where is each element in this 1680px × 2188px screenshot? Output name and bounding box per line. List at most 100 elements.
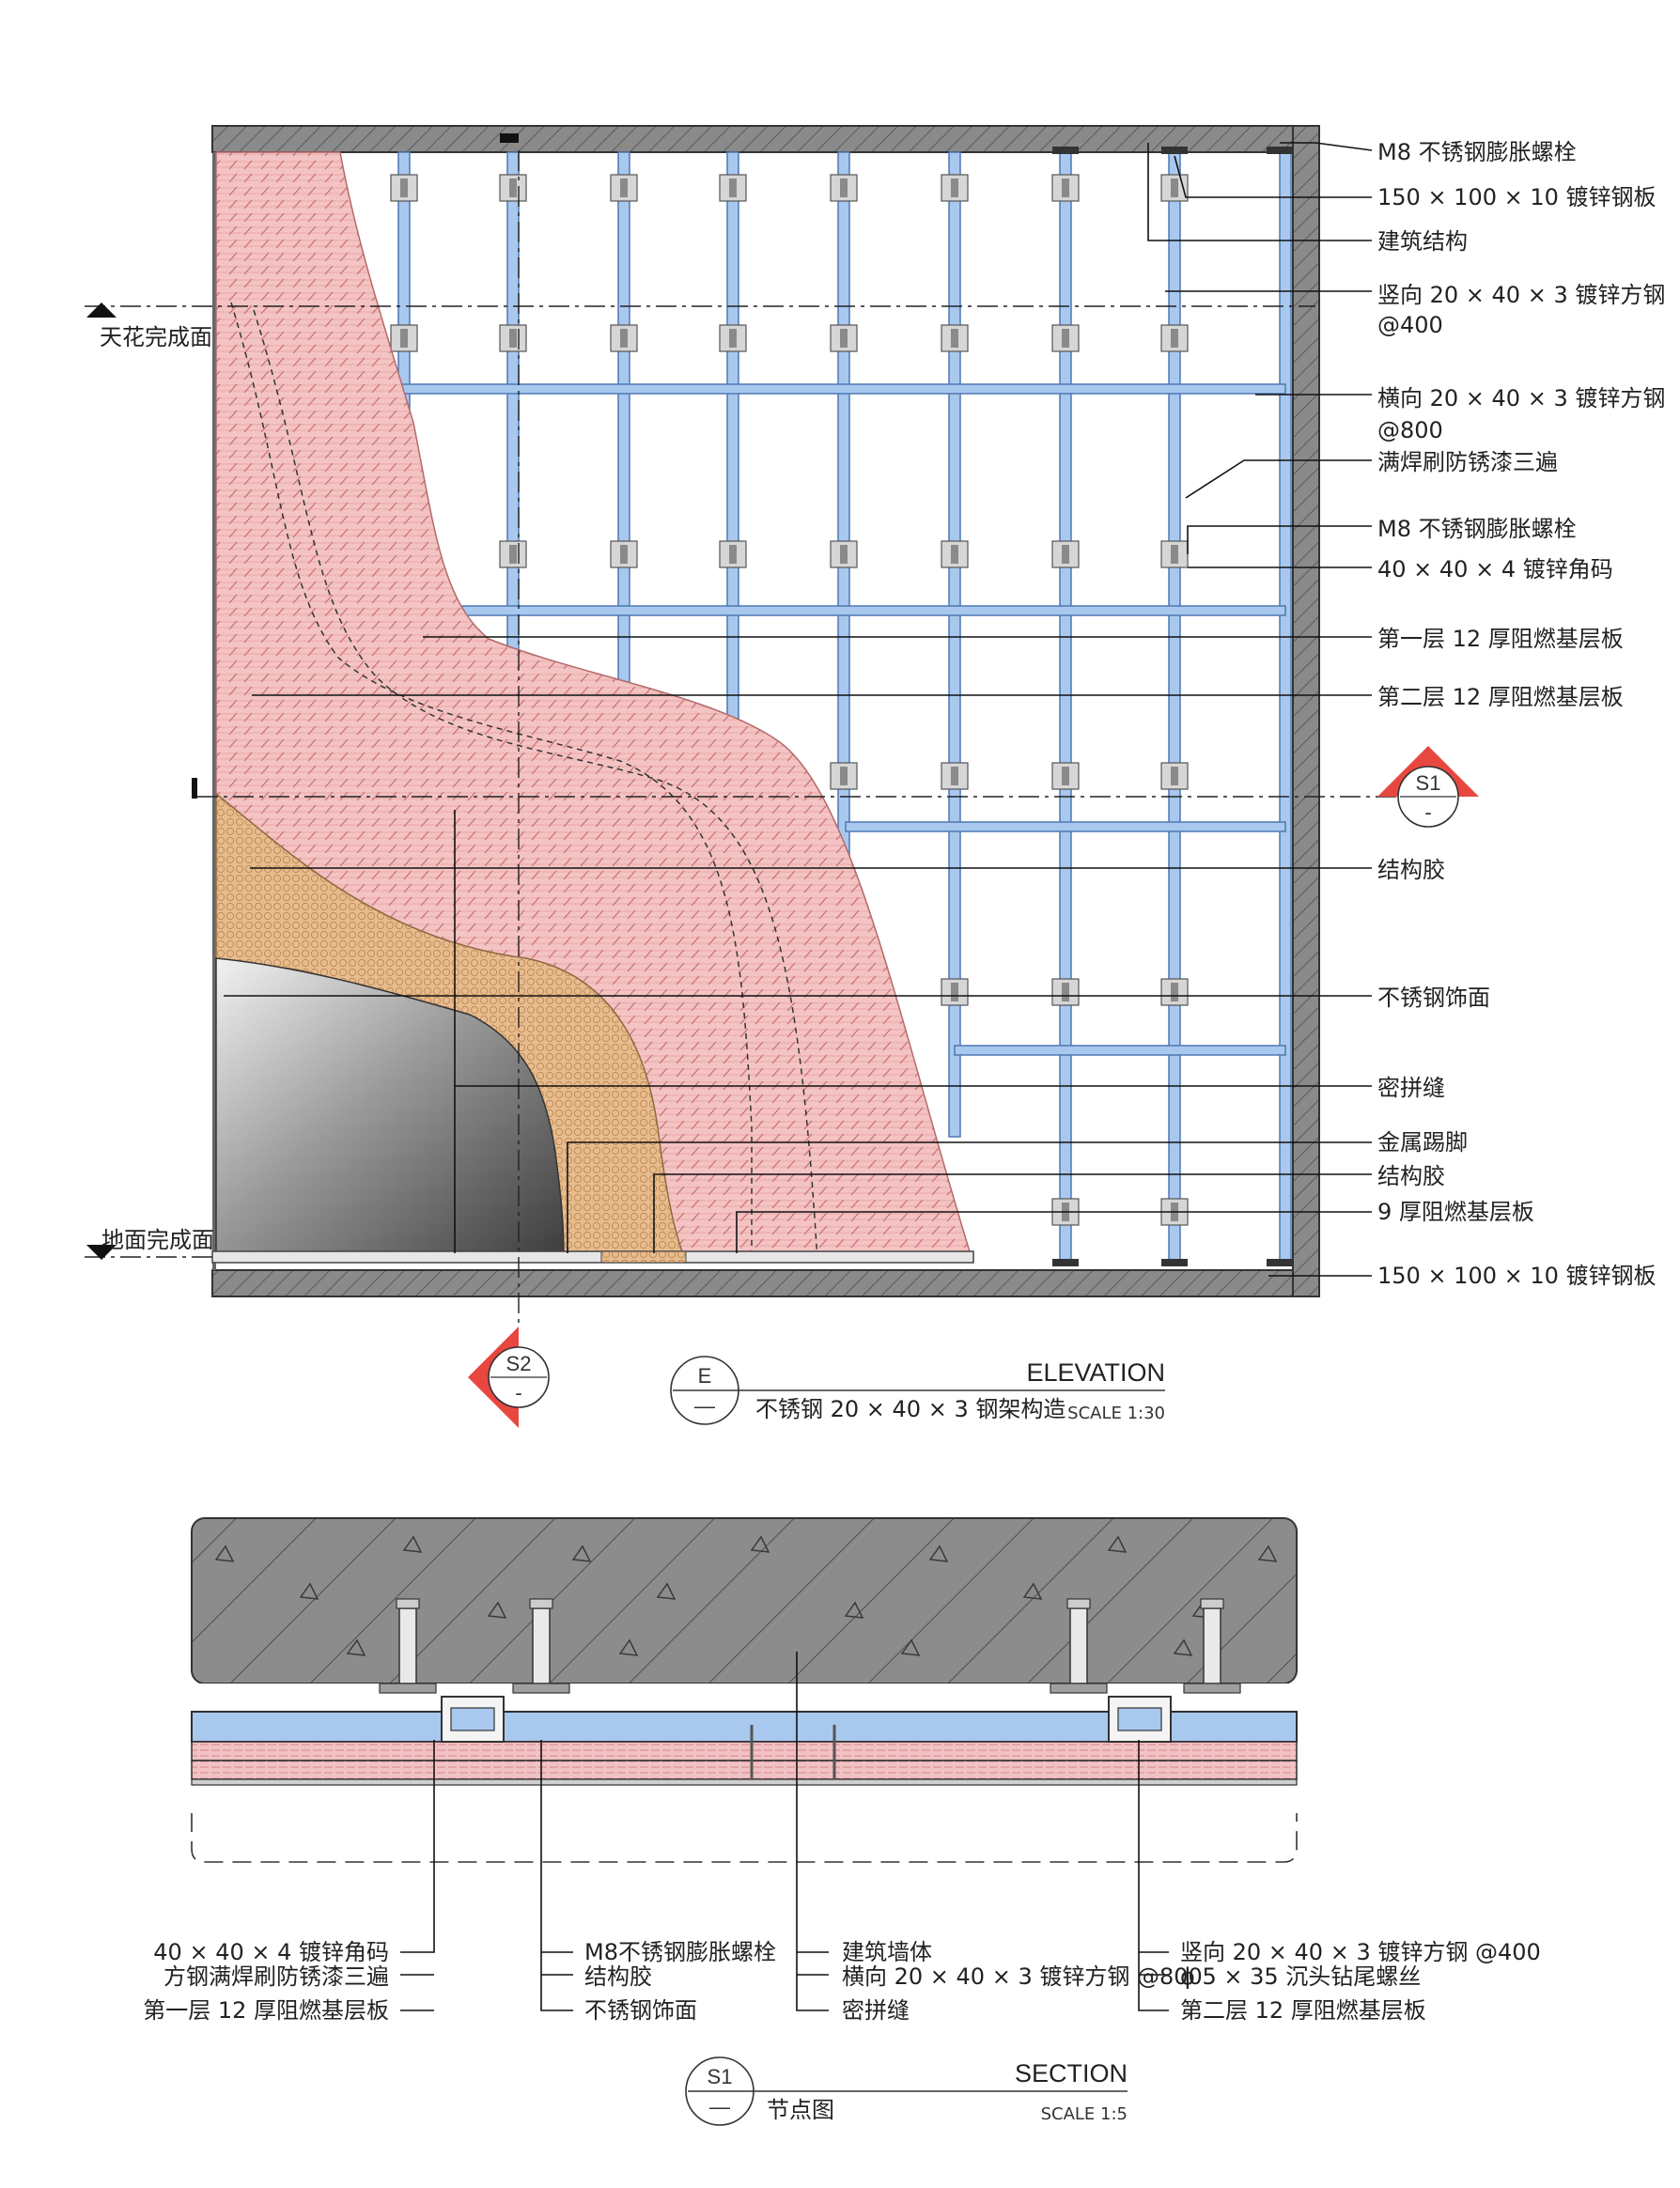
aggregate-mark xyxy=(656,1582,677,1600)
callout-board-2: 第二层 12 厚阻燃基层板 xyxy=(1377,684,1624,710)
vertical-steel-tube xyxy=(1059,151,1072,1262)
svg-text:—: — xyxy=(709,2095,730,2118)
sec-callout-angle: 40 × 40 × 4 镀锌角码 xyxy=(153,1939,389,1965)
bracket-bolt xyxy=(951,983,958,1001)
callout-vertical-steel: 竖向 20 × 40 × 3 镀锌方钢 xyxy=(1377,282,1665,308)
base-plate xyxy=(1161,1259,1188,1266)
sec-callout-finish: 不锈钢饰面 xyxy=(584,1997,697,2024)
callout-horizontal-steel: 横向 20 × 40 × 3 镀锌方钢 xyxy=(1377,385,1665,411)
ceiling-slab xyxy=(211,125,1320,153)
elevation-subtitle: 不锈钢 20 × 40 × 3 钢架构造 xyxy=(755,1396,1066,1422)
bracket-bolt xyxy=(1062,983,1069,1001)
callout-angle: 40 × 40 × 4 镀锌角码 xyxy=(1377,556,1613,582)
bracket-bolt xyxy=(620,545,628,564)
stainless-finish xyxy=(215,957,565,1262)
ceiling-level-label: 天花完成面 xyxy=(100,324,212,350)
concrete-aggregate xyxy=(214,1535,1278,1656)
s2-cut-tick xyxy=(500,133,519,143)
top-plate xyxy=(1052,147,1079,154)
bracket-bolt xyxy=(509,329,517,348)
callout-board-1: 第一层 12 厚阻燃基层板 xyxy=(1377,626,1624,652)
bracket-bolt xyxy=(1062,329,1069,348)
callout-stainless: 不锈钢饰面 xyxy=(1377,985,1490,1011)
section-view: 40 × 40 × 4 镀锌角码 方钢满焊刷防锈漆三遍 第一层 12 厚阻燃基层… xyxy=(143,1517,1541,2126)
svg-text:—: — xyxy=(694,1394,715,1418)
bracket-bolt xyxy=(1171,983,1178,1001)
angle-plate xyxy=(379,1683,437,1694)
bracket-bolt xyxy=(509,178,517,197)
horizontal-steel-tube xyxy=(394,383,1286,395)
callout-vertical-spacing: @400 xyxy=(1377,312,1443,338)
section-mark-s1: S1 - xyxy=(1377,746,1479,828)
callout-structure: 建筑结构 xyxy=(1377,228,1468,255)
section-subtitle: 节点图 xyxy=(767,2097,834,2123)
svg-text:S1: S1 xyxy=(708,2065,733,2088)
svg-text:-: - xyxy=(515,1381,521,1404)
expansion-bolt xyxy=(1069,1607,1088,1684)
callout-glue-2: 结构胶 xyxy=(1377,1163,1445,1189)
bracket-bolt xyxy=(1062,178,1069,197)
elevation-scale: SCALE 1:30 xyxy=(1067,1404,1165,1423)
bolt-nut xyxy=(1066,1598,1091,1609)
bracket-bolt xyxy=(1062,545,1069,564)
expansion-bolt xyxy=(398,1607,417,1684)
bracket-bolt xyxy=(840,545,848,564)
callout-m8-bolt-mid: M8 不锈钢膨胀螺栓 xyxy=(1377,516,1577,542)
aggregate-mark xyxy=(346,1638,366,1656)
elevation-title-block: E — ELEVATION 不锈钢 20 × 40 × 3 钢架构造 SCALE… xyxy=(670,1356,1165,1425)
section-title-block: S1 — SECTION 节点图 SCALE 1:5 xyxy=(685,2056,1128,2126)
section-anchors xyxy=(379,1598,1241,1779)
section-finish xyxy=(191,1778,1298,1786)
bracket-bolt xyxy=(1171,545,1178,564)
aggregate-mark xyxy=(928,1544,949,1562)
callout-m8-bolt-top: M8 不锈钢膨胀螺栓 xyxy=(1377,139,1577,165)
board-dash-1 xyxy=(230,302,753,1261)
floor-slab xyxy=(211,1269,1320,1297)
skirting-glue xyxy=(600,1250,687,1264)
aggregate-mark xyxy=(1107,1535,1128,1553)
bracket-bolt xyxy=(840,767,848,785)
bracket-bolt xyxy=(951,329,958,348)
aggregate-mark xyxy=(214,1544,235,1562)
angle-plate xyxy=(1183,1683,1241,1694)
vertical-steel-tube xyxy=(948,151,961,1138)
horizontal-steel-tube xyxy=(954,1045,1286,1056)
callout-horizontal-spacing: @800 xyxy=(1377,417,1443,443)
callout-skirting: 金属踢脚 xyxy=(1377,1129,1468,1156)
sec-callout-glue: 结构胶 xyxy=(584,1963,652,1990)
sec-callout-board1: 第一层 12 厚阻燃基层板 xyxy=(143,1997,389,2024)
bracket-bolt xyxy=(400,329,408,348)
section-callouts: 40 × 40 × 4 镀锌角码 方钢满焊刷防锈漆三遍 第一层 12 厚阻燃基层… xyxy=(143,1939,1541,2024)
right-wall xyxy=(1292,125,1320,1297)
sec-callout-hsteel: 横向 20 × 40 × 3 镀锌方钢 @800 xyxy=(842,1963,1203,1990)
callout-plate-top: 150 × 100 × 10 镀锌钢板 xyxy=(1377,184,1657,210)
callout-weld-paint: 满焊刷防锈漆三遍 xyxy=(1377,449,1558,475)
aggregate-mark xyxy=(1022,1582,1043,1600)
aggregate-mark xyxy=(844,1601,864,1619)
expansion-bolt xyxy=(532,1607,551,1684)
s1-cut-tick xyxy=(192,778,197,799)
floor-level-icon xyxy=(86,1245,117,1260)
board-dash-2 xyxy=(253,309,818,1262)
vertical-steel-tube xyxy=(1279,151,1292,1262)
tube-cavity xyxy=(1117,1707,1162,1731)
tube-cavity xyxy=(450,1707,495,1731)
section-title: SECTION xyxy=(1015,2059,1128,2087)
aggregate-mark xyxy=(487,1601,507,1619)
bolt-nut xyxy=(529,1598,553,1609)
bracket-bolt xyxy=(620,329,628,348)
bracket-bolt xyxy=(951,178,958,197)
svg-text:S2: S2 xyxy=(506,1352,532,1375)
bracket-bolt xyxy=(1171,767,1178,785)
svg-text:E: E xyxy=(698,1364,712,1388)
bracket-bolt xyxy=(729,178,737,197)
top-plate xyxy=(1267,147,1293,154)
aggregate-mark xyxy=(750,1535,770,1553)
bracket-bolt xyxy=(951,545,958,564)
floor-level-label: 地面完成面 xyxy=(101,1227,214,1253)
top-plate xyxy=(1161,147,1188,154)
angle-plate xyxy=(512,1683,570,1694)
vertical-steel-tube xyxy=(1168,151,1181,1262)
base-plate xyxy=(1052,1259,1079,1266)
